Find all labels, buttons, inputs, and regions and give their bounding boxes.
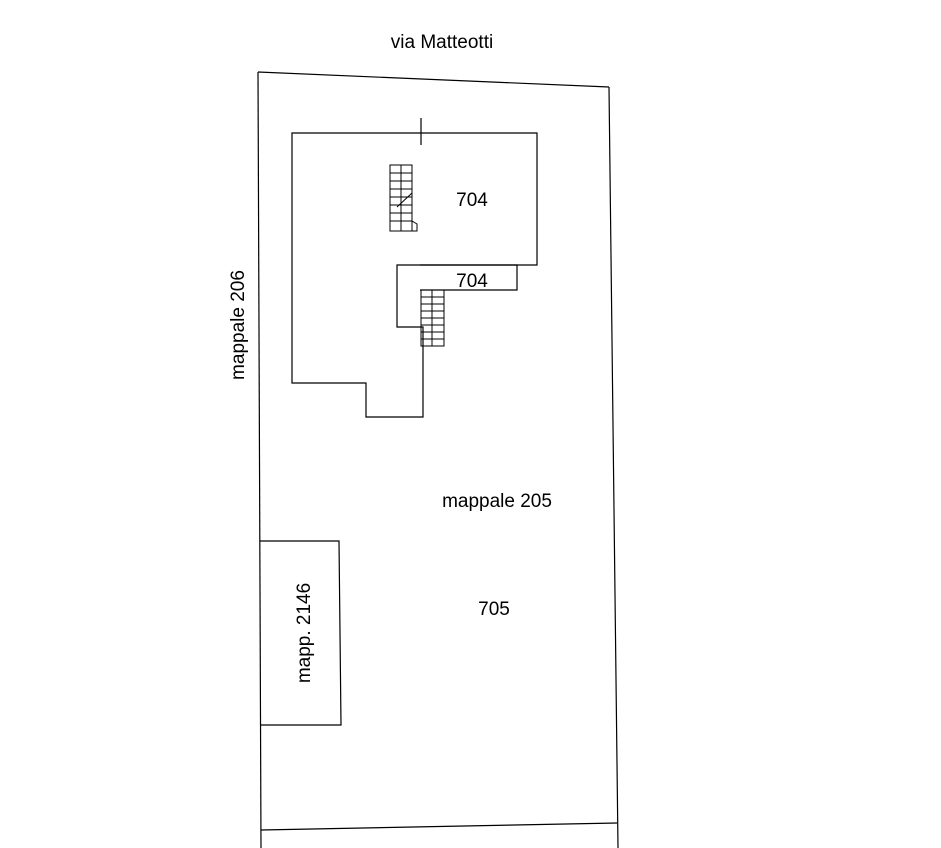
subparcel-704-label: 704 <box>456 190 488 211</box>
staircase-lower <box>420 289 445 347</box>
street-label: via Matteotti <box>391 32 493 53</box>
parcel-2146-label: mapp. 2146 <box>294 583 315 683</box>
subparcel-704-annex-label: 704 <box>456 271 488 292</box>
parcel-206-label: mappale 206 <box>228 270 249 380</box>
parcel-205-label: mappale 205 <box>442 491 552 512</box>
subparcel-705-label: 705 <box>478 599 510 620</box>
annex-outline <box>420 264 518 291</box>
parcel-205-boundary <box>257 71 619 848</box>
building-outline <box>291 132 538 418</box>
parcel-2146-boundary <box>260 540 342 726</box>
staircase-upper <box>389 164 418 232</box>
